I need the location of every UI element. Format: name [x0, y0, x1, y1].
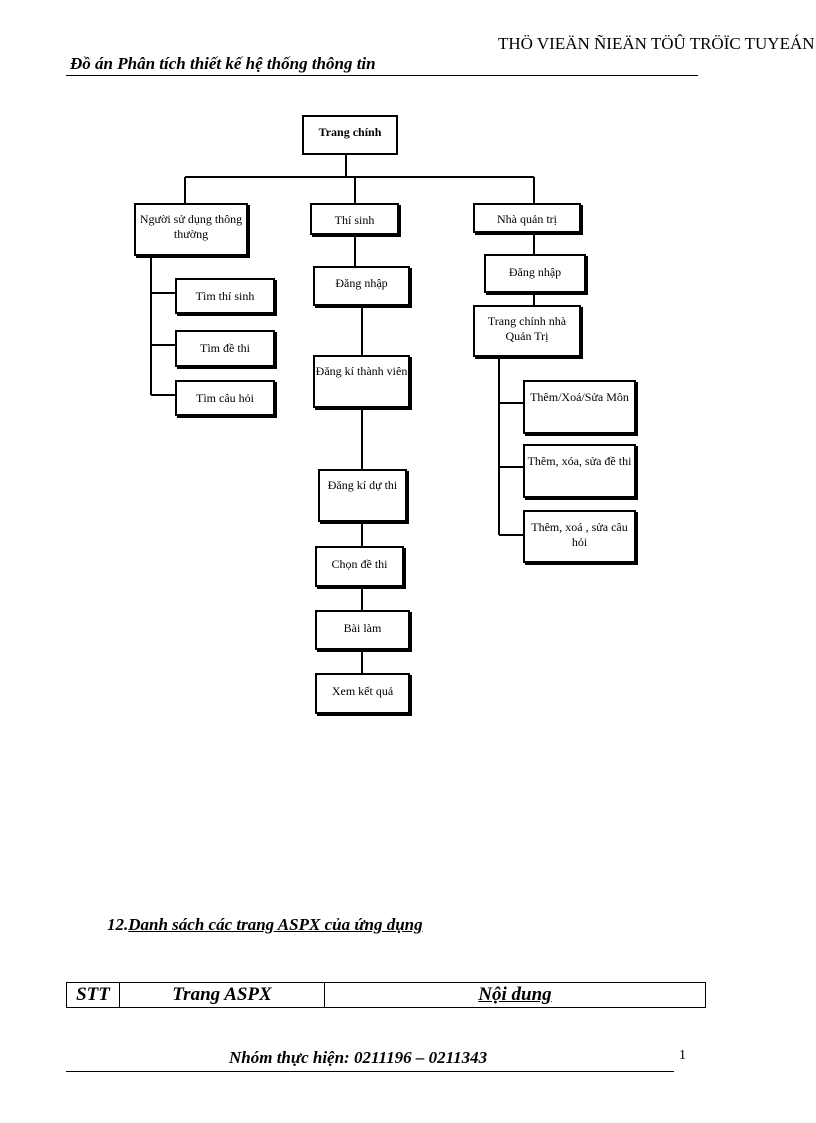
- page-number: 1: [679, 1048, 686, 1063]
- node-trang-chinh: Trang chính: [302, 115, 398, 155]
- node-thi-sinh: Thí sinh: [310, 203, 399, 235]
- node-nha-quan-tri: Nhà quản trị: [473, 203, 581, 233]
- footer-group: Nhóm thực hiện: 0211196 – 0211343: [229, 1048, 488, 1067]
- section-title: Danh sách các trang ASPX của ứng dụng: [128, 915, 423, 934]
- node-tim-thi-sinh: Tìm thí sinh: [175, 278, 275, 314]
- node-nguoi-su-dung: Người sử dụng thông thường: [134, 203, 248, 256]
- node-them-xoa-sua-cau-hoi: Thêm, xoá , sửa câu hỏi: [523, 510, 636, 563]
- node-dang-nhap-thi-sinh: Đăng nhập: [313, 266, 410, 306]
- node-dang-nhap-quan-tri: Đăng nhập: [484, 254, 586, 293]
- footer-divider: [66, 1071, 674, 1072]
- node-bai-lam: Bài làm: [315, 610, 410, 650]
- connector-lines: [150, 153, 535, 673]
- node-dang-ki-du-thi: Đăng kí dự thi: [318, 469, 407, 522]
- aspx-table: STT Trang ASPX Nội dung: [66, 982, 706, 1008]
- node-dang-ki-thanh-vien: Đăng kí thành viên: [313, 355, 410, 408]
- node-xem-ket-qua: Xem kết quả: [315, 673, 410, 714]
- section-number: 12.: [107, 915, 129, 934]
- node-tim-de-thi: Tìm đề thi: [175, 330, 275, 367]
- col-stt: STT: [66, 982, 120, 1008]
- node-chon-de-thi: Chọn đề thi: [315, 546, 404, 587]
- col-noi-dung: Nội dung: [324, 982, 706, 1008]
- node-them-xoa-sua-mon: Thêm/Xoá/Sửa Môn: [523, 380, 636, 434]
- table-header-row: STT Trang ASPX Nội dung: [66, 982, 706, 1008]
- node-tim-cau-hoi: Tìm câu hỏi: [175, 380, 275, 416]
- header-divider: [66, 75, 698, 76]
- header-right-title: THÖ VIEÄN ÑIEÄN TÖÛ TRÖÏC TUYEÁN: [498, 34, 815, 53]
- section-heading: 12.Danh sách các trang ASPX của ứng dụng: [107, 915, 423, 935]
- node-trang-chinh-quan-tri: Trang chính nhà Quản Trị: [473, 305, 581, 357]
- header-left-title: Đồ án Phân tích thiết kế hệ thống thông …: [70, 54, 376, 73]
- node-them-xoa-sua-de-thi: Thêm, xóa, sửa đề thi: [523, 444, 636, 498]
- col-trang-aspx: Trang ASPX: [119, 982, 325, 1008]
